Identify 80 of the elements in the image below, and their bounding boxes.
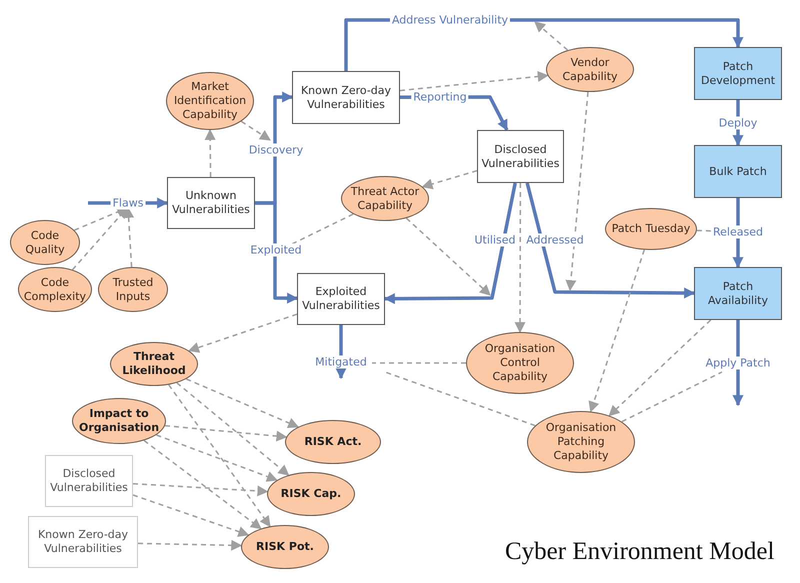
dashed-arrow — [164, 424, 288, 442]
flow-arrow — [255, 201, 298, 304]
dashed-arrow — [176, 382, 290, 476]
dashed-arrow — [422, 170, 478, 190]
dashed-arrow — [132, 482, 268, 496]
node-label: Code Complexity — [23, 276, 87, 304]
edge-label: Exploited — [248, 244, 304, 256]
capability-ellipse — [10, 220, 80, 265]
edge-label: Mitigated — [313, 356, 369, 368]
flow-arrow — [526, 182, 696, 299]
node-label: Impact to Organisation — [78, 407, 160, 435]
patch-box — [694, 267, 782, 320]
edge-label: Reporting — [411, 90, 469, 104]
dashed-arrow — [400, 71, 549, 92]
process-box — [477, 130, 564, 183]
node-label: Disclosed Vulnerabilities — [482, 142, 560, 170]
dashed-line — [372, 362, 466, 364]
node-label: Bulk Patch — [709, 164, 767, 178]
dashed-arrow — [514, 183, 526, 334]
edge-label: Discovery — [246, 144, 306, 156]
dashed-arrow — [156, 434, 278, 482]
dashed-arrow — [138, 540, 242, 551]
patch-box — [694, 145, 782, 198]
risk-ellipse — [267, 472, 355, 516]
risk-ellipse — [241, 525, 329, 569]
dashed-arrow — [608, 319, 712, 416]
dashed-arrow — [186, 378, 300, 428]
edge-label: Deploy — [716, 116, 760, 130]
node-label: Vendor Capability — [561, 56, 619, 84]
process-box — [167, 177, 255, 229]
capability-ellipse — [341, 176, 429, 221]
process-box — [292, 71, 400, 124]
dashed-arrow — [188, 313, 298, 353]
edge-label: Addressed — [524, 234, 586, 246]
node-label: Organisation Patching Capability — [544, 421, 618, 463]
flow-arrow — [732, 320, 744, 406]
node-label: Unknown Vulnerabilities — [172, 189, 250, 217]
process-box — [297, 273, 385, 325]
node-label: Disclosed Vulnerabilities — [50, 467, 128, 495]
dashed-line — [696, 230, 712, 232]
node-label: Organisation Control Capability — [484, 342, 556, 384]
diagram-caption: Cyber Environment Model — [505, 538, 774, 566]
node-label: Threat Actor Capability — [350, 184, 420, 212]
dashed-arrow — [588, 250, 646, 413]
risk-ellipse — [285, 420, 381, 464]
dashed-arrow — [565, 92, 589, 292]
node-label: Patch Tuesday — [612, 222, 690, 236]
dashed-line — [384, 371, 536, 426]
dashed-arrow — [406, 218, 491, 296]
dashed-arrow — [132, 494, 250, 537]
edge-label: Released — [711, 226, 765, 238]
edge-label: Utilised — [472, 234, 518, 246]
node-label: Code Quality — [24, 228, 66, 256]
node-label: Patch Availability — [707, 280, 769, 308]
node-label: Market Identification Capability — [172, 80, 248, 122]
dashed-arrow — [168, 384, 271, 528]
flow-arrow — [384, 182, 517, 304]
patch-box — [694, 47, 782, 100]
node-label: RISK Act. — [304, 435, 362, 449]
dashed-arrow — [144, 440, 262, 530]
node-label: RISK Cap. — [280, 487, 342, 501]
risk-ellipse — [110, 342, 198, 386]
dashed-line — [292, 213, 354, 245]
dashed-arrow — [72, 207, 128, 270]
node-label: Threat Likelihood — [121, 350, 187, 378]
node-label: Patch Development — [700, 60, 776, 88]
node-label: Trusted Inputs — [112, 276, 154, 304]
dashed-line — [621, 371, 722, 422]
node-label: Known Zero-day Vulnerabilities — [36, 528, 130, 556]
node-label: RISK Pot. — [256, 540, 314, 554]
dashed-arrow — [204, 128, 216, 178]
node-label: Exploited Vulnerabilities — [302, 285, 380, 313]
edge-label: Apply Patch — [704, 356, 772, 370]
node-label: Known Zero-day Vulnerabilities — [300, 84, 392, 112]
dashed-arrow — [534, 21, 568, 51]
input-box — [28, 516, 138, 568]
edge-label: Flaws — [110, 196, 146, 210]
edge-label: Address Vulnerability — [390, 14, 510, 26]
dashed-arrow — [240, 120, 271, 141]
input-box — [45, 455, 133, 507]
